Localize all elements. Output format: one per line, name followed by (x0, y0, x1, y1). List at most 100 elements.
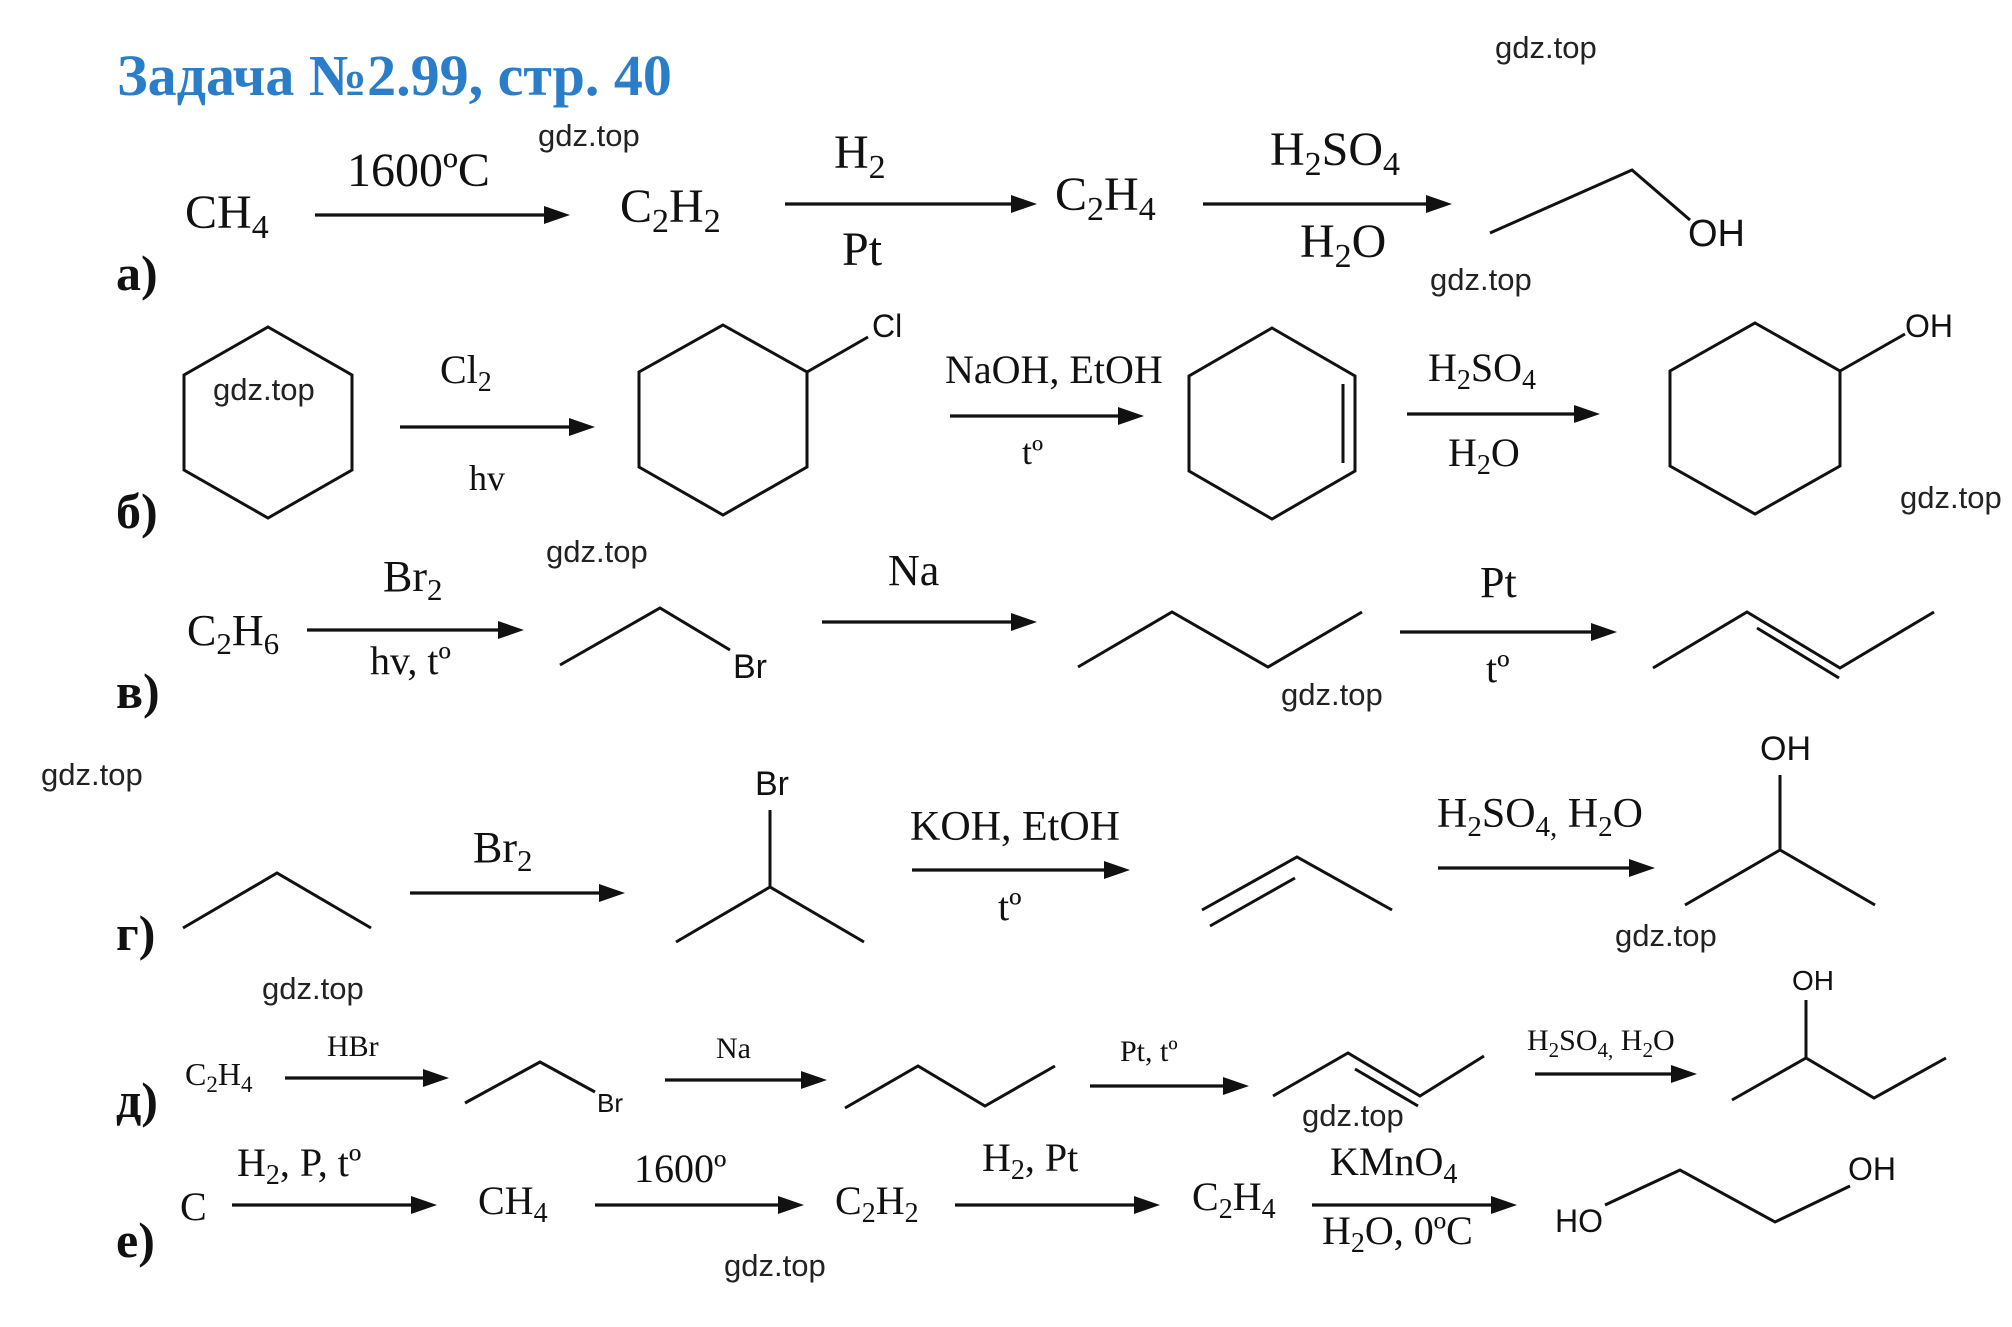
condition-v1-bottom: hv, tº (370, 638, 451, 683)
condition-v2-top: Na (888, 546, 939, 595)
condition-v3-top: Pt (1480, 558, 1517, 607)
chloro-label: Cl (872, 308, 902, 344)
row-d: д) C2H4 HBr Br Na Pt, tº H2SO4, H2O OH (116, 965, 1947, 1128)
condition-e4-bottom: H2O, 0ºC (1322, 1208, 1473, 1259)
condition-v3-bottom: tº (1486, 646, 1510, 691)
condition-a2-bottom: Pt (842, 223, 883, 276)
condition-a2-top: H2 (834, 126, 886, 186)
butene-skeleton (1272, 1051, 1485, 1098)
condition-e3-top: H2, Pt (982, 1135, 1078, 1186)
arrow-head (1629, 859, 1655, 877)
watermark: gdz.top (724, 1248, 826, 1283)
formula-ch4: CH4 (185, 186, 269, 246)
bromoethane-skeleton (464, 1060, 596, 1105)
condition-b2-bottom: tº (1022, 432, 1043, 472)
bromo-label: Br (597, 1088, 623, 1118)
bromo-label: Br (733, 648, 767, 686)
condition-b1-top: Cl2 (440, 347, 492, 398)
arrow-head (1223, 1077, 1249, 1095)
formula-c2h4: C2H4 (185, 1056, 253, 1097)
butene-skeleton (1652, 610, 1935, 670)
arrow-head (1011, 613, 1037, 631)
arrow-head (569, 418, 595, 436)
bromo-label: Br (755, 765, 789, 803)
cyclohexanol-oh: OH (1905, 308, 1953, 344)
condition-d1-top: HBr (327, 1030, 379, 1063)
double-bond (1756, 626, 1840, 680)
propene-skeleton (1201, 855, 1393, 912)
chlorocyclohexane (637, 323, 809, 517)
row-label-b: б) (116, 483, 158, 539)
watermark: gdz.top (1430, 262, 1532, 297)
glycol-oh: OH (1848, 1151, 1896, 1187)
condition-g2-top: KOH, EtOH (910, 804, 1120, 850)
bromopropane-skeleton (675, 885, 865, 944)
ethanol-skeleton (1489, 168, 1691, 235)
condition-b3-bottom: H2O (1448, 430, 1520, 481)
row-label-v: в) (116, 663, 160, 719)
formula-c2h2: C2H2 (620, 180, 721, 240)
condition-d4-top: H2SO4, H2O (1527, 1024, 1675, 1062)
watermark: gdz.top (1615, 918, 1717, 953)
butane-skeleton (844, 1064, 1056, 1110)
condition-b3-top: H2SO4 (1428, 345, 1536, 396)
ethylene-glycol-skeleton (1604, 1168, 1851, 1224)
cyclohexanol (1668, 321, 1842, 516)
arrow-head (498, 621, 524, 639)
formula-c: C (180, 1184, 207, 1229)
arrow-head (411, 1196, 437, 1214)
cyclohexene (1187, 326, 1357, 521)
condition-b1-bottom: hv (469, 458, 505, 498)
arrow-head (599, 884, 625, 902)
arrow-head (1591, 623, 1617, 641)
row-b: б) Cl2 hv Cl NaOH, EtOH tº H2SO4 H2O OH (116, 308, 1953, 539)
arrow-head (1671, 1065, 1697, 1083)
condition-e1-top: H2, P, tº (237, 1140, 361, 1191)
condition-b2-top: NaOH, EtOH (945, 347, 1163, 392)
condition-a1: 1600ºC (347, 144, 490, 197)
arrow-head (1104, 861, 1130, 879)
butanol-oh: OH (1792, 965, 1834, 996)
arrow-head (1426, 195, 1452, 213)
ethanol-oh: OH (1688, 213, 1745, 255)
double-bond (1354, 1067, 1419, 1108)
glycol-ho: HO (1555, 1203, 1603, 1239)
condition-e2-top: 1600º (634, 1146, 726, 1191)
formula-c2h2: C2H2 (835, 1178, 919, 1229)
watermark: gdz.top (262, 971, 364, 1006)
watermark: gdz.top (538, 118, 640, 153)
row-a: а) CH4 1600ºC C2H2 H2 Pt C2H4 H2SO4 H2O … (116, 123, 1745, 301)
row-e: е) C H2, P, tº CH4 1600º C2H2 H2, Pt C2H… (116, 1135, 1896, 1268)
condition-d3-top: Pt, tº (1120, 1035, 1178, 1068)
condition-d2-top: Na (716, 1032, 751, 1065)
row-label-d: д) (116, 1072, 158, 1128)
row-v: в) C2H6 Br2 hv, tº Br Na Pt tº (116, 546, 1935, 719)
c-oh-bond (1839, 332, 1906, 373)
condition-a3-top: H2SO4 (1270, 123, 1400, 183)
bromoethane-skeleton (559, 606, 731, 667)
watermark: gdz.top (1495, 30, 1597, 65)
watermark: gdz.top (213, 372, 315, 407)
arrow-head (778, 1196, 804, 1214)
arrow-head (1574, 405, 1600, 423)
butanol-skeleton (1731, 1056, 1947, 1102)
butane-skeleton (1077, 610, 1363, 669)
page-title: Задача №2.99, стр. 40 (117, 43, 672, 108)
propane-skeleton (182, 871, 372, 930)
condition-g1-top: Br2 (473, 823, 533, 878)
arrow-head (1491, 1196, 1517, 1214)
condition-v1-top: Br2 (383, 552, 443, 607)
arrow-head (423, 1069, 449, 1087)
condition-g3-top: H2SO4, H2O (1437, 791, 1643, 843)
arrow-head (1011, 195, 1037, 213)
watermarks: gdz.top gdz.top gdz.top gdz.top gdz.top … (41, 30, 2002, 1283)
arrow-head (1118, 407, 1144, 425)
row-label-a: а) (116, 245, 158, 301)
row-label-g: г) (116, 905, 155, 961)
watermark: gdz.top (546, 534, 648, 569)
isopropanol-oh: OH (1760, 730, 1811, 768)
watermark: gdz.top (41, 757, 143, 792)
condition-g2-bottom: tº (998, 884, 1022, 929)
arrow-head (1134, 1196, 1160, 1214)
